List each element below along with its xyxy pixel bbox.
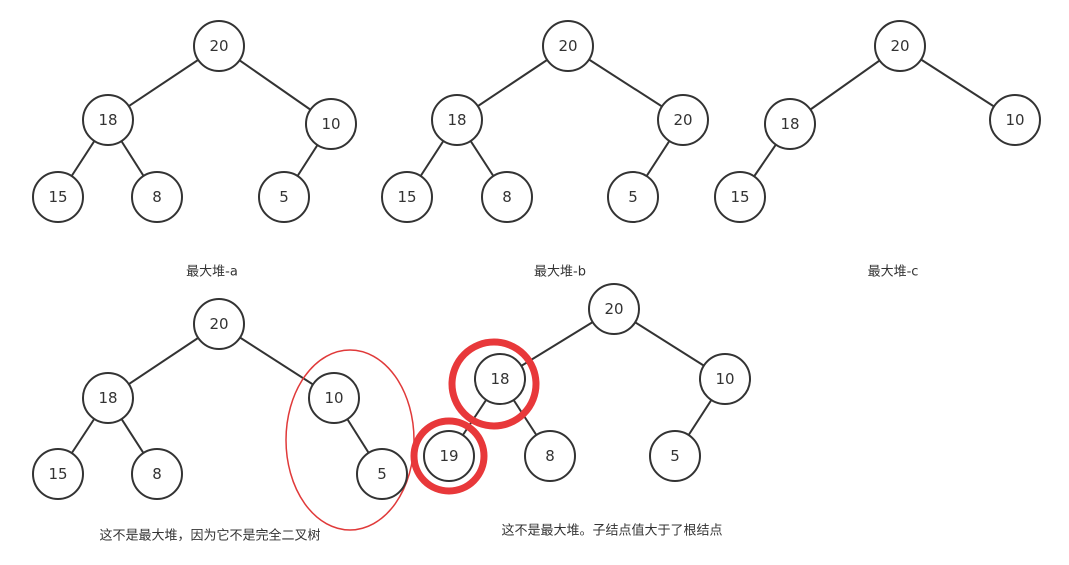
node-label: 10 — [715, 370, 734, 388]
node-label: 5 — [628, 188, 638, 206]
caption-not-heap-child-greater: 这不是最大堆。子结点值大于了根结点 — [501, 523, 722, 539]
node-circle — [423, 430, 475, 482]
tree-node-a-r: 10 — [305, 98, 357, 150]
node-circle — [714, 171, 766, 223]
node-circle — [657, 94, 709, 146]
node-label: 5 — [279, 188, 289, 206]
captions-layer: 最大堆-a 最大堆-b 最大堆-c 这不是最大堆，因为它不是完全二叉树 这不是最… — [99, 265, 918, 544]
node-circle — [131, 171, 183, 223]
node-circle — [699, 353, 751, 405]
node-label: 15 — [48, 188, 67, 206]
node-circle — [258, 171, 310, 223]
node-label: 20 — [209, 37, 228, 55]
node-circle — [607, 171, 659, 223]
tree-node-c-root: 20 — [874, 20, 926, 72]
node-label: 20 — [604, 300, 623, 318]
not-complete-tree-ellipse — [285, 349, 415, 531]
caption-heap-b: 最大堆-b — [534, 265, 586, 280]
node-label: 8 — [152, 188, 162, 206]
node-circle — [588, 283, 640, 335]
node-label: 20 — [209, 315, 228, 333]
tree-node-d-lr: 8 — [131, 448, 183, 500]
tree-node-e-root: 20 — [588, 283, 640, 335]
node-circle — [193, 20, 245, 72]
node-circle — [649, 430, 701, 482]
tree-node-c-l: 18 — [764, 98, 816, 150]
tree-node-e-rl: 5 — [649, 430, 701, 482]
caption-heap-c: 最大堆-c — [868, 265, 919, 280]
node-circle — [32, 171, 84, 223]
node-label: 5 — [377, 465, 387, 483]
node-label: 19 — [439, 447, 458, 465]
node-circle — [481, 171, 533, 223]
node-label: 10 — [324, 389, 343, 407]
tree-node-a-l: 18 — [82, 94, 134, 146]
tree-node-a-ll: 15 — [32, 171, 84, 223]
tree-node-c-r: 10 — [989, 94, 1041, 146]
nodes-layer: 20 18 10 15 8 5 20 18 20 15 8 5 20 18 10 15 20 18 10 15 8 5 20… — [32, 20, 1041, 500]
node-label: 20 — [890, 37, 909, 55]
node-circle — [32, 448, 84, 500]
tree-node-c-ll: 15 — [714, 171, 766, 223]
tree-node-b-r: 20 — [657, 94, 709, 146]
edges-layer — [57, 45, 1016, 475]
node-circle — [131, 448, 183, 500]
node-label: 20 — [673, 111, 692, 129]
tree-node-b-lr: 8 — [481, 171, 533, 223]
node-circle — [764, 98, 816, 150]
tree-node-e-ll: 19 — [423, 430, 475, 482]
tree-node-d-r: 10 — [308, 372, 360, 424]
node-label: 15 — [48, 465, 67, 483]
node-label: 8 — [152, 465, 162, 483]
violating-child-ring — [410, 417, 488, 495]
node-label: 8 — [545, 447, 555, 465]
node-label: 18 — [98, 389, 117, 407]
node-circle — [308, 372, 360, 424]
node-label: 15 — [397, 188, 416, 206]
tree-node-a-lr: 8 — [131, 171, 183, 223]
tree-node-b-root: 20 — [542, 20, 594, 72]
tree-node-a-rl: 5 — [258, 171, 310, 223]
annotation-layer-over — [410, 338, 540, 495]
node-circle — [356, 448, 408, 500]
tree-node-e-l: 18 — [474, 353, 526, 405]
node-circle — [524, 430, 576, 482]
node-label: 18 — [780, 115, 799, 133]
tree-node-b-l: 18 — [431, 94, 483, 146]
annotation-layer-under — [285, 349, 415, 531]
node-label: 8 — [502, 188, 512, 206]
node-circle — [305, 98, 357, 150]
node-label: 20 — [558, 37, 577, 55]
node-label: 5 — [670, 447, 680, 465]
tree-node-d-l: 18 — [82, 372, 134, 424]
node-label: 10 — [1005, 111, 1024, 129]
tree-node-d-ll: 15 — [32, 448, 84, 500]
tree-node-b-ll: 15 — [381, 171, 433, 223]
tree-node-e-lr: 8 — [524, 430, 576, 482]
tree-node-d-root: 20 — [193, 298, 245, 350]
node-circle — [431, 94, 483, 146]
caption-heap-a: 最大堆-a — [186, 265, 238, 280]
node-circle — [82, 94, 134, 146]
node-circle — [82, 372, 134, 424]
node-circle — [474, 353, 526, 405]
tree-node-d-rr: 5 — [356, 448, 408, 500]
node-label: 18 — [98, 111, 117, 129]
node-circle — [193, 298, 245, 350]
tree-node-e-r: 10 — [699, 353, 751, 405]
node-circle — [874, 20, 926, 72]
tree-node-a-root: 20 — [193, 20, 245, 72]
tree-node-b-rl: 5 — [607, 171, 659, 223]
node-label: 10 — [321, 115, 340, 133]
node-label: 18 — [490, 370, 509, 388]
node-label: 15 — [730, 188, 749, 206]
node-circle — [381, 171, 433, 223]
node-circle — [542, 20, 594, 72]
violating-parent-ring — [448, 338, 540, 430]
caption-not-heap-incomplete: 这不是最大堆，因为它不是完全二叉树 — [99, 528, 320, 544]
node-label: 18 — [447, 111, 466, 129]
node-circle — [989, 94, 1041, 146]
